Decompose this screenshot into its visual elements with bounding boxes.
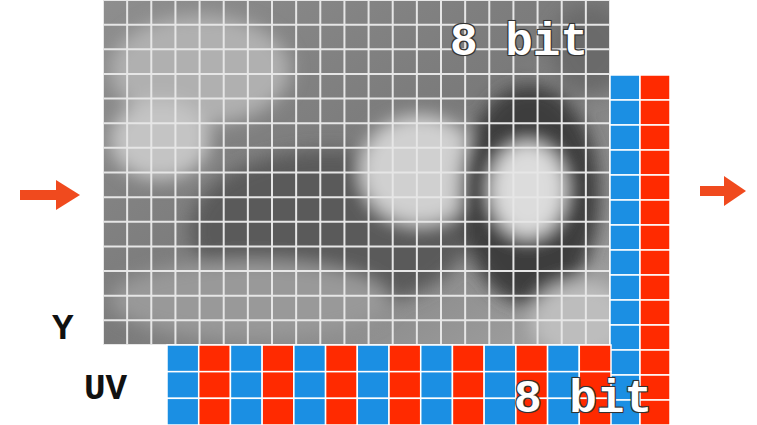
- chroma-cell: [610, 225, 640, 250]
- chroma-cell: [640, 200, 670, 225]
- chroma-cell: [294, 398, 326, 425]
- chroma-cell: [610, 300, 640, 325]
- chroma-cell: [610, 275, 640, 300]
- luma-photo: [103, 0, 610, 345]
- grid-line: [103, 98, 610, 100]
- flow-arrow: [20, 180, 80, 210]
- chroma-cell: [548, 345, 580, 372]
- grid-line: [103, 295, 610, 297]
- chroma-cell: [610, 325, 640, 350]
- chroma-cell: [640, 75, 670, 100]
- grid-line: [103, 147, 610, 149]
- chroma-cell: [230, 345, 262, 372]
- grid-line: [103, 172, 610, 174]
- chroma-cell: [610, 75, 640, 100]
- chroma-cell: [199, 372, 231, 399]
- chroma-cell: [579, 345, 611, 372]
- chroma-cell: [610, 350, 640, 375]
- chroma-cell: [610, 250, 640, 275]
- chroma-cell: [484, 398, 516, 425]
- chroma-cell: [610, 200, 640, 225]
- chroma-cell: [452, 398, 484, 425]
- chroma-cell: [357, 398, 389, 425]
- chroma-cell: [294, 372, 326, 399]
- chroma-cell: [167, 398, 199, 425]
- grid-line: [103, 122, 610, 124]
- chroma-cell: [199, 345, 231, 372]
- chroma-cell: [640, 250, 670, 275]
- chroma-cell: [640, 175, 670, 200]
- chroma-cell: [640, 275, 670, 300]
- chroma-cell: [640, 325, 670, 350]
- chroma-cell: [357, 345, 389, 372]
- plane-label: UV: [84, 372, 127, 408]
- chroma-cell: [421, 372, 453, 399]
- bit-depth-label: 8 bit: [514, 377, 652, 423]
- flow-arrow: [700, 176, 746, 206]
- chroma-cell: [640, 350, 670, 375]
- chroma-cell: [452, 372, 484, 399]
- chroma-cell: [484, 372, 516, 399]
- chroma-cell: [389, 372, 421, 399]
- bit-depth-label: 8 bit: [450, 20, 588, 66]
- chroma-cell: [640, 100, 670, 125]
- chroma-cell: [484, 345, 516, 372]
- chroma-cell: [230, 398, 262, 425]
- grid-line: [103, 0, 610, 1]
- chroma-cell: [610, 125, 640, 150]
- chroma-cell: [389, 398, 421, 425]
- grid-line: [103, 221, 610, 223]
- chroma-cell: [610, 150, 640, 175]
- plane-label: Y: [52, 312, 74, 348]
- grid-line: [103, 196, 610, 198]
- chroma-cell: [230, 372, 262, 399]
- grid-line: [103, 245, 610, 247]
- chroma-cell: [421, 345, 453, 372]
- chroma-cell: [167, 345, 199, 372]
- chroma-cell: [610, 100, 640, 125]
- chroma-cell: [326, 345, 358, 372]
- chroma-cell: [262, 372, 294, 399]
- chroma-cell: [640, 300, 670, 325]
- chroma-cell: [167, 372, 199, 399]
- chroma-cell: [610, 175, 640, 200]
- chroma-cell: [421, 398, 453, 425]
- chroma-cell: [640, 150, 670, 175]
- chroma-cell: [452, 345, 484, 372]
- chroma-cell: [389, 345, 421, 372]
- chroma-cell: [640, 225, 670, 250]
- chroma-cell: [640, 125, 670, 150]
- grid-line: [103, 73, 610, 75]
- chroma-cell: [199, 398, 231, 425]
- chroma-cell: [357, 372, 389, 399]
- chroma-cell: [262, 398, 294, 425]
- chroma-cell: [326, 398, 358, 425]
- chroma-cell: [294, 345, 326, 372]
- chroma-cell: [262, 345, 294, 372]
- grid-line: [103, 319, 610, 321]
- chroma-cell: [326, 372, 358, 399]
- grid-line: [103, 270, 610, 272]
- chroma-cell: [516, 345, 548, 372]
